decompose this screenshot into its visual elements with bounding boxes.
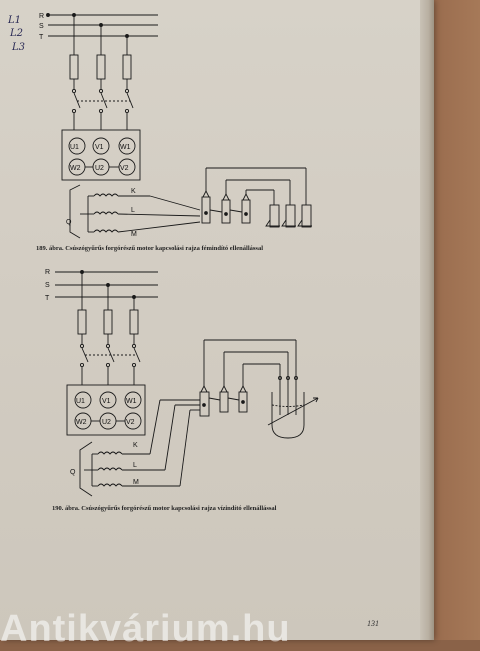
d1-terminal-v1: V1 bbox=[95, 144, 104, 151]
d2-line-s: S bbox=[45, 282, 50, 289]
handwritten-l1: L1 bbox=[7, 15, 21, 26]
watermark: Antikvárium.hu bbox=[0, 608, 291, 650]
handwritten-l2: L2 bbox=[9, 28, 23, 39]
diagram1-schematic bbox=[46, 13, 312, 239]
d1-terminal-v2: V2 bbox=[120, 165, 129, 172]
d2-motor-q: Q bbox=[70, 469, 76, 476]
page-edge bbox=[420, 0, 434, 640]
d1-terminal-w2: W2 bbox=[70, 165, 81, 172]
d2-terminal-v2: V2 bbox=[126, 419, 135, 426]
d2-terminal-u1: U1 bbox=[76, 398, 85, 405]
d1-terminal-u1: U1 bbox=[70, 144, 79, 151]
d1-rotor-l: L bbox=[131, 207, 135, 214]
d2-rotor-m: M bbox=[133, 479, 139, 486]
d1-line-r: R bbox=[39, 13, 44, 20]
d2-terminal-w1: W1 bbox=[126, 398, 137, 405]
handwritten-l3: L3 bbox=[11, 42, 25, 53]
d1-terminal-w1: W1 bbox=[120, 144, 131, 151]
d2-terminal-w2: W2 bbox=[76, 419, 87, 426]
d2-terminal-u2: U2 bbox=[102, 419, 111, 426]
d1-terminal-u2: U2 bbox=[95, 165, 104, 172]
page-number: 131 bbox=[367, 619, 379, 628]
d1-rotor-m: M bbox=[131, 231, 137, 238]
d1-motor-q: Q bbox=[66, 219, 72, 226]
diagram2-schematic bbox=[55, 270, 319, 497]
d2-rotor-l: L bbox=[133, 462, 137, 469]
d2-rotor-k: K bbox=[133, 442, 138, 449]
figure-190-caption: 190. ábra. Csúszógyűrűs forgórészű motor… bbox=[52, 505, 277, 512]
book-page bbox=[0, 0, 432, 640]
figure-189-caption: 189. ábra. Csúszógyűrűs forgórészű motor… bbox=[36, 245, 264, 252]
d2-terminal-v1: V1 bbox=[102, 398, 111, 405]
d1-line-t: T bbox=[39, 34, 44, 41]
d1-rotor-k: K bbox=[131, 188, 136, 195]
d2-line-t: T bbox=[45, 295, 50, 302]
d1-line-s: S bbox=[39, 23, 44, 30]
d2-line-r: R bbox=[45, 269, 50, 276]
